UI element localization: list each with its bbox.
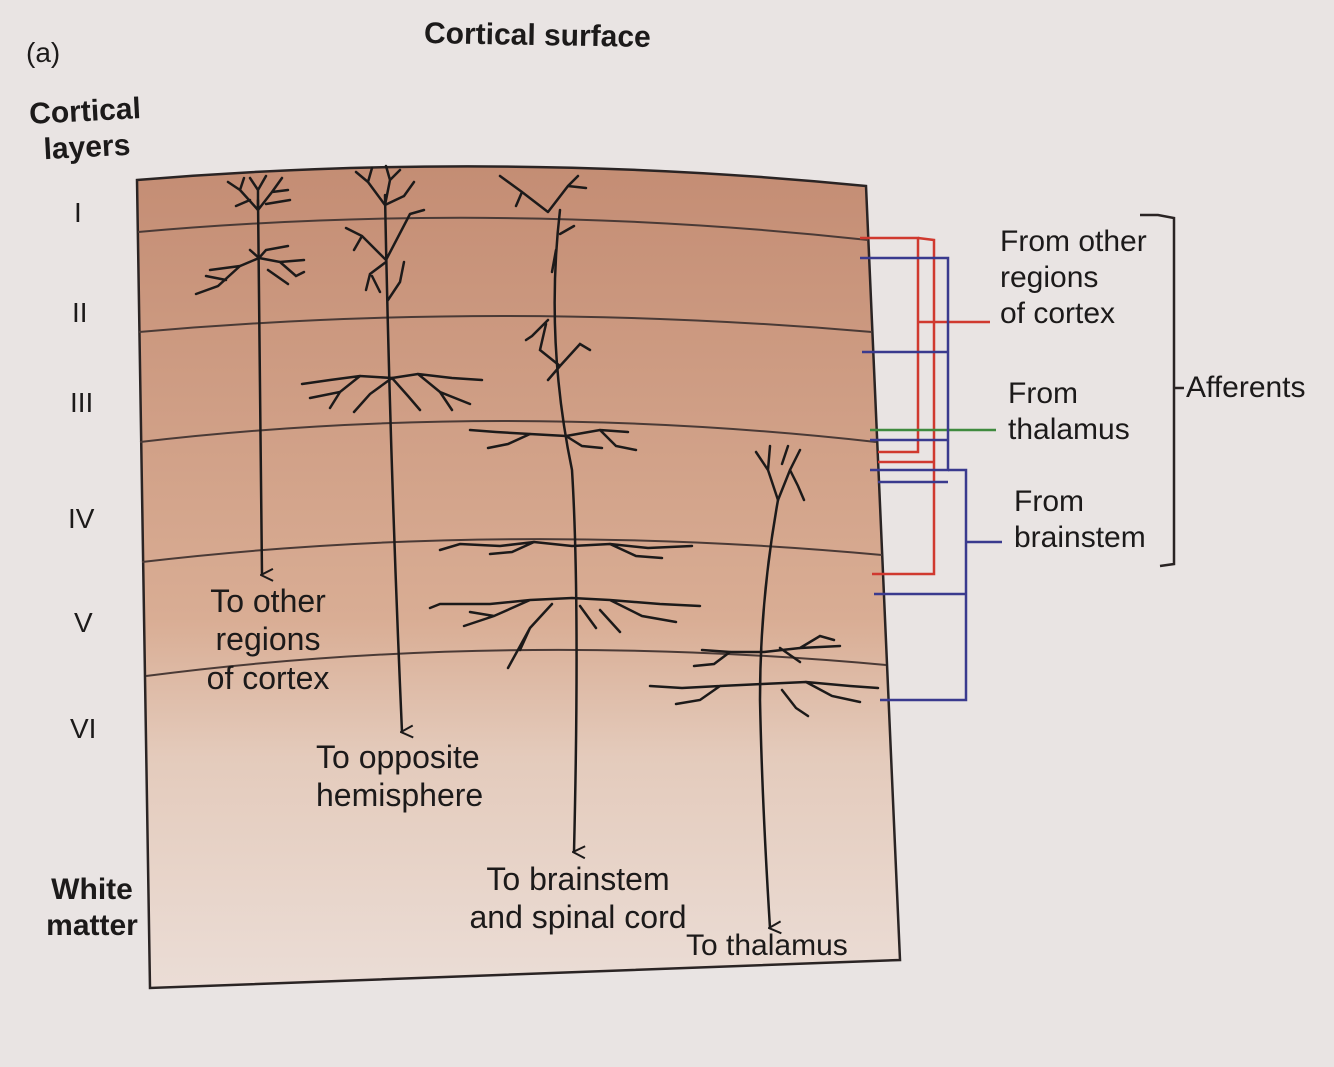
layer-label-vi: VI [70,713,97,744]
layer-label-ii: II [72,297,88,328]
neuron-2-basal [300,372,484,414]
boundary-iii-iv [139,420,877,443]
cortical-surface-title: Cortical surface [423,17,652,54]
neuron-4-axon [758,498,778,928]
afferent-from-cortex-label: From other regions of cortex [1000,225,1147,330]
layer-label-iv: IV [68,503,95,534]
afferent-from-brainstem-lines [860,256,1002,702]
neuron-4-branches-upper [692,634,842,668]
boundary-iv-v [141,538,883,563]
afferent-from-brainstem-label: From brainstem [1014,485,1146,554]
neuron-2-apical [354,164,416,207]
afferent-from-thalamus-label: From thalamus [1008,377,1130,446]
layer-label-iii: III [70,387,94,418]
afferent-from-cortex-lines [860,236,990,576]
boundary-ii-iii [138,315,873,333]
afferents-bracket [1140,213,1176,568]
neuron-to-brainstem-spinal-cord [428,174,702,852]
layer-boundaries [137,216,887,677]
neuron-2-upper-branches [344,208,426,302]
neuron-3-apical [498,174,592,382]
neuron-3-basal [428,596,702,670]
neuron-1-dendrites [194,244,306,296]
boundary-v-vi [145,648,887,677]
boundary-i-ii [137,216,869,241]
neuron-to-thalamus [648,444,880,928]
efferent-to-other-cortex-label: To other regions of cortex [206,583,330,696]
layer-label-v: V [74,607,93,638]
efferent-to-thalamus-label: To thalamus [686,929,848,962]
cortex-block [135,165,902,990]
neuron-4-apical [754,444,806,502]
cortical-layers-heading: Cortical layers [28,92,142,167]
efferent-to-opposite-hemisphere-label: To opposite hemisphere [316,739,484,814]
efferent-to-brainstem-spinal-label: To brainstem and spinal cord [469,861,687,936]
neuron-4-basal [648,680,880,718]
layer-label-i: I [74,197,82,228]
white-matter-label: White matter [46,873,138,942]
neuron-3-layer-iv-branches [438,540,694,560]
neuron-to-other-cortex [194,174,306,575]
neuron-3-layer-iii-branches [468,428,638,452]
afferents-group-label: Afferents [1186,371,1306,404]
neuron-1-apical-tuft [226,174,292,212]
neuron-3-axon [553,208,577,852]
neuron-to-opposite-hemisphere [300,164,484,732]
neuron-1-axon [256,198,262,575]
neuron-2-axon [383,193,402,732]
panel-label: (a) [26,37,61,68]
